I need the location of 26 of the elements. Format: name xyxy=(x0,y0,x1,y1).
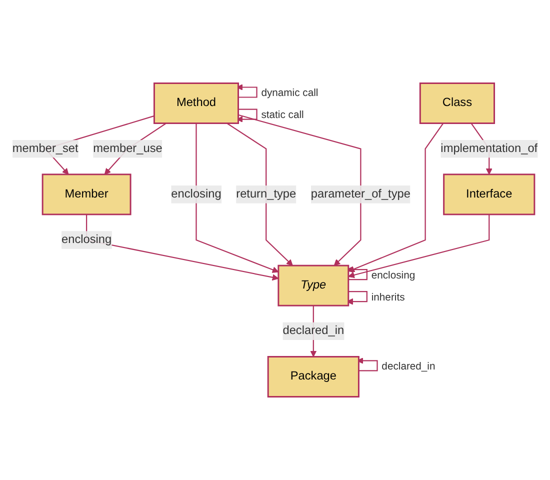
edge-label: declared_in xyxy=(282,322,344,340)
arrow xyxy=(226,122,293,266)
edge-label: member_use xyxy=(93,140,162,158)
class-box: Member xyxy=(42,174,132,216)
class-box: Class xyxy=(419,82,496,124)
edge-label: dynamic call xyxy=(261,88,318,99)
self-loop-arrow xyxy=(346,291,368,305)
edge-label: static call xyxy=(261,110,304,121)
arrow xyxy=(238,114,362,266)
edge-label: member_set xyxy=(12,140,78,158)
arrow xyxy=(348,122,444,272)
class-box: Method xyxy=(153,82,239,124)
edge-label: enclosing xyxy=(62,231,112,249)
edge-label: return_type xyxy=(236,186,296,204)
edge-label: parameter_of_type xyxy=(310,186,410,204)
edge-label: inherits xyxy=(371,292,405,304)
edge-label: enclosing xyxy=(171,186,222,204)
edge-label: declared_in xyxy=(382,361,436,372)
arrow xyxy=(348,214,490,278)
class-box: Package xyxy=(267,356,360,398)
edge-label: implementation_of xyxy=(440,140,538,158)
class-box: Interface xyxy=(443,174,536,216)
class-box: Type xyxy=(278,264,350,306)
edge-label: enclosing xyxy=(371,270,416,282)
arrow xyxy=(196,123,279,273)
self-loop-arrow xyxy=(346,266,368,280)
